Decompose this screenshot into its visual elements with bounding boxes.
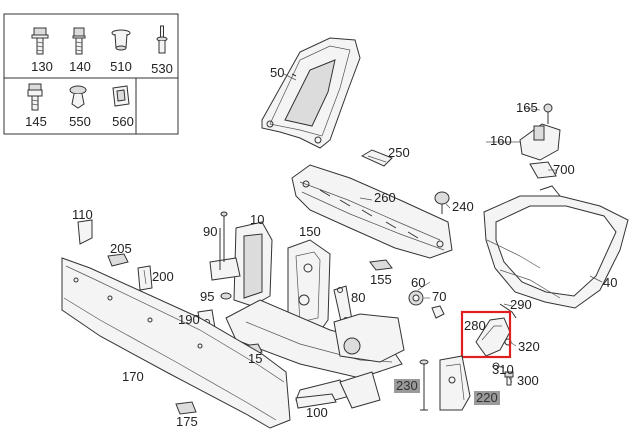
legend-label-560: 560	[112, 114, 134, 129]
clip-205	[107, 253, 129, 267]
callout-220: 220	[474, 390, 500, 405]
callout-50: 50	[270, 65, 285, 80]
callout-230: 230	[394, 378, 420, 393]
bracket-cluster-160	[519, 103, 561, 179]
callout-110: 110	[72, 207, 93, 222]
callout-250: 250	[388, 145, 410, 160]
callout-190: 190	[178, 312, 200, 327]
lower-crossmember	[225, 299, 405, 409]
legend-label-140: 140	[69, 59, 91, 74]
strap-100	[295, 393, 337, 409]
nut-60	[408, 290, 424, 306]
left-support-bracket-10	[209, 211, 273, 307]
callout-160: 160	[490, 133, 512, 148]
callout-310: 310	[492, 362, 514, 377]
callout-155: 155	[370, 272, 392, 287]
callout-60: 60	[411, 275, 426, 290]
clip-155	[369, 259, 393, 271]
push-clip-icon	[69, 85, 87, 109]
grommet-240	[434, 191, 450, 214]
legend-label-510: 510	[110, 59, 132, 74]
callout-70: 70	[432, 289, 447, 304]
callout-200: 200	[152, 269, 174, 284]
highlight-box	[460, 310, 512, 359]
callout-10: 10	[250, 212, 265, 227]
callout-320: 320	[518, 339, 540, 354]
bumper-beam	[61, 257, 291, 429]
clip-nut-icon	[111, 29, 131, 51]
callout-100: 100	[306, 405, 328, 420]
legend-label-145: 145	[25, 114, 47, 129]
right-headlamp-frame	[483, 185, 629, 309]
callout-15: 15	[248, 351, 263, 366]
nut-70	[431, 305, 445, 319]
callout-280: 280	[464, 318, 486, 333]
callout-165: 165	[516, 100, 538, 115]
callout-150: 150	[299, 224, 321, 239]
bolt-washer-icon	[27, 83, 43, 111]
callout-240: 240	[452, 199, 474, 214]
bolt-hex-icon	[72, 27, 86, 55]
fastener-legend-box	[3, 13, 179, 135]
upper-crossmember	[291, 164, 453, 259]
callout-175: 175	[176, 414, 198, 429]
support-stand-220	[439, 355, 471, 411]
legend-label-530: 530	[151, 61, 173, 76]
spring-nut-icon	[112, 85, 130, 107]
washer-95	[220, 292, 232, 300]
small-plate-250	[360, 149, 393, 167]
callout-700: 700	[553, 162, 575, 177]
upper-left-bracket	[261, 37, 361, 149]
callout-205: 205	[110, 241, 132, 256]
bolt-230	[419, 359, 429, 411]
clip-200	[137, 265, 153, 291]
callout-80: 80	[351, 290, 366, 305]
leader-lines	[283, 73, 603, 383]
rivet-icon	[156, 25, 168, 54]
clip-175	[175, 401, 197, 415]
callout-300: 300	[517, 373, 539, 388]
callout-95: 95	[200, 289, 215, 304]
bracket-110	[77, 219, 93, 245]
callout-170: 170	[122, 369, 144, 384]
callout-90: 90	[203, 224, 218, 239]
callout-260: 260	[374, 190, 396, 205]
bolt-flange-icon	[31, 27, 49, 55]
callout-290: 290	[510, 297, 532, 312]
legend-label-550: 550	[69, 114, 91, 129]
callout-40: 40	[603, 275, 618, 290]
legend-label-130: 130	[31, 59, 53, 74]
